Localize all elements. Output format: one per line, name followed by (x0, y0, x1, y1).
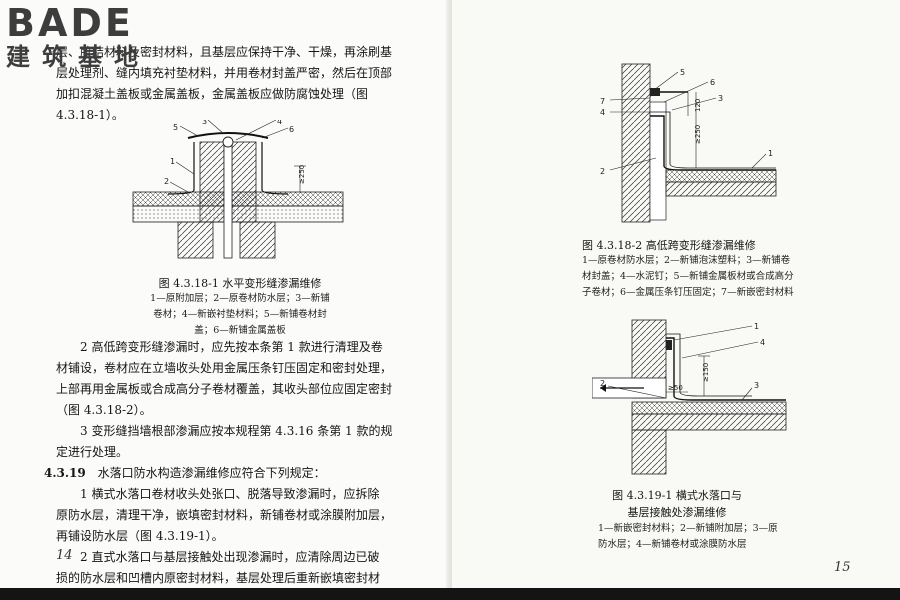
callout-5: 5 (173, 123, 178, 132)
dim-label-120: 120 (694, 99, 702, 112)
legend-line: 1—原卷材防水层；2—新铺泡沫塑料；3—新铺卷 (582, 255, 791, 266)
intro-paragraph: 层、胶结材料及密封材料，且基层应保持干净、干燥，再涂刷基 层处理剂、缝内填充衬垫… (56, 42, 392, 126)
caption-line: 图 4.3.19-1 横式水落口与 (612, 489, 742, 502)
sub-item-2-paragraph: 2 直式水落口与基层接触处出现渗漏时，应清除周边已破 损的防水层和凹槽内原密封材… (56, 547, 380, 589)
logo-brand-cn: 建筑基地 (6, 43, 150, 71)
figure-legend: 1—原附加层；2—原卷材防水层；3—新铺 卷材；4—新嵌衬垫材料；5—新铺卷材封… (110, 291, 370, 339)
text-line: 1 横式水落口卷材收头处张口、脱落导致渗漏时，应拆除 (80, 487, 380, 501)
page-number-left: 14 (56, 548, 73, 563)
text-line: 2 直式水落口与基层接触处出现渗漏时，应清除周边已破 (80, 550, 380, 564)
legend-line: 1—新嵌密封材料；2—新铺附加层；3—原 (598, 523, 778, 534)
text-line: 再铺设防水层（图 4.3.19-1）。 (56, 529, 224, 543)
text-line: 加扣混凝土盖板或金属盖板，金属盖板应做防腐蚀处理（图 (56, 87, 369, 101)
scan-bottom-border (0, 588, 900, 600)
text-line: 原防水层，清理干净，嵌填密封材料，新铺卷材或涂膜附加层， (56, 508, 393, 522)
callout-2: 2 (600, 167, 605, 176)
callout-1: 1 (768, 149, 773, 158)
figure-horizontal-deformation-joint: ≥250 1 2 3 4 5 6 (132, 120, 344, 259)
figure-legend: 1—原卷材防水层；2—新铺泡沫塑料；3—新铺卷 材封盖；4—水泥钉；5—新铺金属… (582, 253, 794, 301)
dim-label-150: ≥150 (702, 363, 710, 382)
callout-2: 2 (600, 379, 605, 388)
legend-line: 卷材；4—新嵌衬垫材料；5—新铺卷材封 (153, 309, 327, 320)
callout-5: 5 (680, 68, 685, 77)
callout-1: 1 (170, 157, 175, 166)
callout-3: 3 (202, 120, 207, 126)
callout-6: 6 (710, 78, 715, 87)
dim-label-250: ≥250 (694, 125, 702, 144)
page-number-text: 14 (56, 548, 73, 563)
text-line: 3 变形缝挡墙根部渗漏应按本规程第 4.3.16 条第 1 款的规 (80, 424, 393, 438)
figure-caption: 图 4.3.18-1 水平变形缝渗漏维修 (158, 277, 322, 290)
callout-6: 6 (289, 125, 294, 134)
text-line: 层、胶结材料及密封材料，且基层应保持干净、干燥，再涂刷基 (56, 45, 393, 59)
figure-legend: 1—新嵌密封材料；2—新铺附加层；3—原 防水层；4—新铺卷材或涂膜防水层 (598, 521, 778, 553)
legend-line: 防水层；4—新铺卷材或涂膜防水层 (598, 539, 747, 550)
text-line: （图 4.3.18-2）。 (56, 403, 152, 417)
brand-logo: BADE 建筑基地 (6, 4, 150, 70)
page-number-right: 15 (834, 560, 851, 575)
callout-4: 4 (760, 338, 765, 347)
legend-line: 材封盖；4—水泥钉；5—新铺金属板材或合成高分 (582, 271, 794, 282)
section-text: 水落口防水构造渗漏维修应符合下列规定： (97, 466, 326, 480)
text-line: 2 高低跨变形缝渗漏时，应先按本条第 1 款进行清理及卷 (80, 340, 383, 354)
callout-1: 1 (754, 322, 759, 331)
text-line: 上部再用金属板或合成高分子卷材覆盖，其收头部位应固定密封 (56, 382, 393, 396)
sub-item-1-paragraph: 1 横式水落口卷材收头处张口、脱落导致渗漏时，应拆除 原防水层，清理干净，嵌填密… (56, 484, 392, 547)
callout-3: 3 (754, 381, 759, 390)
section-4-3-19-heading: 4.3.19 水落口防水构造渗漏维修应符合下列规定： (44, 463, 326, 484)
page-number-text: 15 (834, 560, 851, 575)
left-page: BADE 建筑基地 层、胶结材料及密封材料，且基层应保持干净、干燥，再涂刷基 层… (0, 0, 452, 588)
text-line: 4.3.18-1）。 (56, 108, 124, 122)
text-line: 层处理剂、缝内填充衬垫材料，并用卷材封盖严密，然后在顶部 (56, 66, 393, 80)
figure-caption: 图 4.3.18-2 高低跨变形缝渗漏维修 (582, 239, 756, 252)
callout-4: 4 (600, 108, 605, 117)
figure-caption: 图 4.3.19-1 横式水落口与 基层接触处渗漏维修 (602, 487, 752, 521)
figure-horizontal-drain-outlet: ≥150 ≥50 1 4 2 3 (592, 319, 787, 475)
legend-line: 子卷材；6—金属压条钉压固定；7—新嵌密封材料 (582, 287, 794, 298)
dim-label-50: ≥50 (668, 384, 683, 392)
caption-line: 基层接触处渗漏维修 (627, 506, 727, 519)
callout-3: 3 (718, 94, 723, 103)
text-line: 损的防水层和凹槽内原密封材料，基层处理后重新嵌填密封材 (56, 571, 381, 585)
right-page: 120 ≥250 7 4 5 6 3 1 2 图 4.3.18-2 高低跨变形缝… (452, 0, 900, 588)
dim-label: ≥250 (298, 165, 306, 184)
callout-2: 2 (164, 177, 169, 186)
figure-high-low-span-joint: 120 ≥250 7 4 5 6 3 1 2 (600, 63, 777, 223)
legend-line: 1—原附加层；2—原卷材防水层；3—新铺 (150, 293, 330, 304)
text-line: 材铺设，卷材应在立墙收头处用金属压条钉压固定和密封处理， (56, 361, 393, 375)
legend-line: 盖；6—新铺金属盖板 (194, 325, 286, 336)
callout-4: 4 (277, 120, 282, 126)
book-gutter (446, 0, 456, 588)
callout-7: 7 (600, 97, 605, 106)
section-number: 4.3.19 (44, 466, 86, 480)
logo-brand-en: BADE (6, 1, 134, 45)
item-2-paragraph: 2 高低跨变形缝渗漏时，应先按本条第 1 款进行清理及卷 材铺设，卷材应在立墙收… (56, 337, 392, 421)
text-line: 定进行处理。 (56, 445, 129, 459)
item-3-paragraph: 3 变形缝挡墙根部渗漏应按本规程第 4.3.16 条第 1 款的规 定进行处理。 (56, 421, 393, 463)
